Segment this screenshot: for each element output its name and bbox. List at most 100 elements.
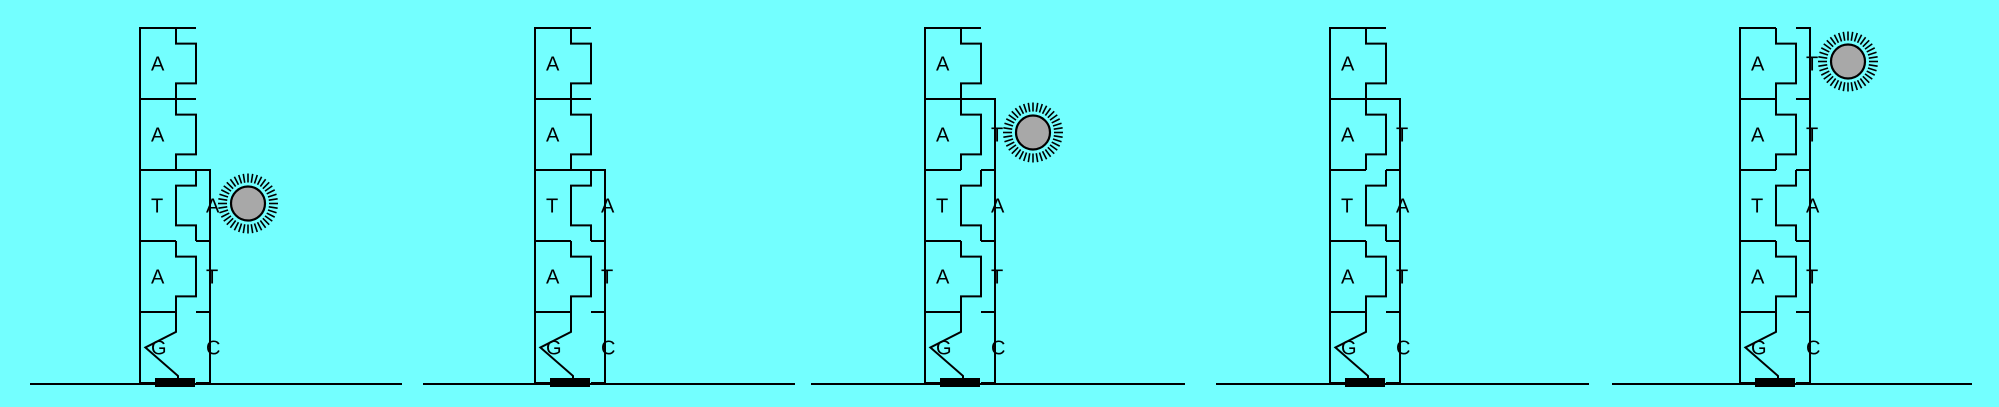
synthesized-strand-segment: [196, 311, 211, 384]
base-notch: [1775, 170, 1797, 241]
incorporated-base-label: C: [1396, 338, 1410, 360]
fluorophore-icon: [1818, 31, 1878, 92]
incorporated-base-label: T: [991, 267, 1003, 289]
template-base-label: A: [1341, 54, 1355, 76]
base-notch: [1365, 241, 1387, 312]
base-notch: [1365, 99, 1387, 170]
base-notch: [960, 241, 982, 312]
template-base-label: A: [151, 267, 165, 289]
fluorophore-icon: [218, 173, 278, 234]
template-strand-segment: [534, 311, 571, 384]
template-base-label: T: [936, 196, 948, 218]
template-base-label: A: [1341, 267, 1355, 289]
template-base-label: G: [151, 338, 167, 360]
incorporated-base-label: C: [991, 338, 1005, 360]
template-base-label: A: [936, 267, 950, 289]
incorporated-base-label: T: [601, 267, 613, 289]
template-base-label: A: [151, 125, 165, 147]
incorporated-base-label: A: [1806, 196, 1820, 218]
incorporated-base-label: A: [601, 196, 615, 218]
base-notch: [928, 312, 964, 383]
incorporated-base-label: T: [1806, 267, 1818, 289]
synthesized-strand-segment: [981, 311, 996, 384]
template-base-label: G: [936, 338, 952, 360]
base-notch: [570, 28, 592, 99]
incorporated-base-label: A: [1396, 196, 1410, 218]
incorporated-base-label: C: [601, 338, 615, 360]
template-base-label: A: [151, 54, 165, 76]
base-pair-row: A: [139, 98, 197, 171]
template-base-label: A: [936, 54, 950, 76]
base-notch: [960, 170, 982, 241]
base-pair-row: A: [924, 27, 982, 100]
incorporated-base-label: T: [1396, 267, 1408, 289]
template-base-label: G: [1341, 338, 1357, 360]
template-strand-segment: [1739, 311, 1776, 384]
template-strand-segment: [924, 311, 961, 384]
base-notch: [1365, 28, 1387, 99]
template-base-label: A: [936, 125, 950, 147]
incorporated-base-label: T: [1806, 54, 1818, 76]
incorporated-base-label: T: [206, 267, 218, 289]
base-pair-row: A: [534, 27, 592, 100]
base-notch: [1333, 312, 1369, 383]
template-base-label: A: [1751, 54, 1765, 76]
base-notch: [1365, 170, 1387, 241]
base-notch: [175, 99, 197, 170]
incorporated-base-label: C: [206, 338, 220, 360]
incorporated-base-label: T: [991, 125, 1003, 147]
base-notch: [960, 99, 982, 170]
base-notch: [175, 170, 197, 241]
template-base-label: A: [546, 267, 560, 289]
base-notch: [1743, 312, 1779, 383]
base-notch: [570, 99, 592, 170]
template-base-label: G: [546, 338, 562, 360]
base-pair-row: A: [534, 98, 592, 171]
base-notch: [143, 312, 179, 383]
base-pair-row: A: [139, 27, 197, 100]
base-notch: [538, 312, 574, 383]
incorporated-base-label: T: [1396, 125, 1408, 147]
template-strand-segment: [139, 311, 176, 384]
base-notch: [175, 28, 197, 99]
incorporated-base-label: A: [206, 196, 220, 218]
base-notch: [570, 241, 592, 312]
incorporated-base-label: C: [1806, 338, 1820, 360]
synthesized-strand-segment: [1796, 311, 1811, 384]
template-base-label: T: [1341, 196, 1353, 218]
template-strand-segment: [1329, 311, 1366, 384]
template-base-label: A: [1751, 267, 1765, 289]
base-notch: [960, 28, 982, 99]
template-base-label: T: [1751, 196, 1763, 218]
template-base-label: G: [1751, 338, 1767, 360]
base-notch: [1775, 241, 1797, 312]
base-notch: [1775, 99, 1797, 170]
incorporated-base-label: T: [1806, 125, 1818, 147]
synthesized-strand-segment: [1386, 311, 1401, 384]
template-base-label: A: [546, 125, 560, 147]
base-notch: [570, 170, 592, 241]
template-base-label: A: [1341, 125, 1355, 147]
template-base-label: A: [546, 54, 560, 76]
base-notch: [175, 241, 197, 312]
